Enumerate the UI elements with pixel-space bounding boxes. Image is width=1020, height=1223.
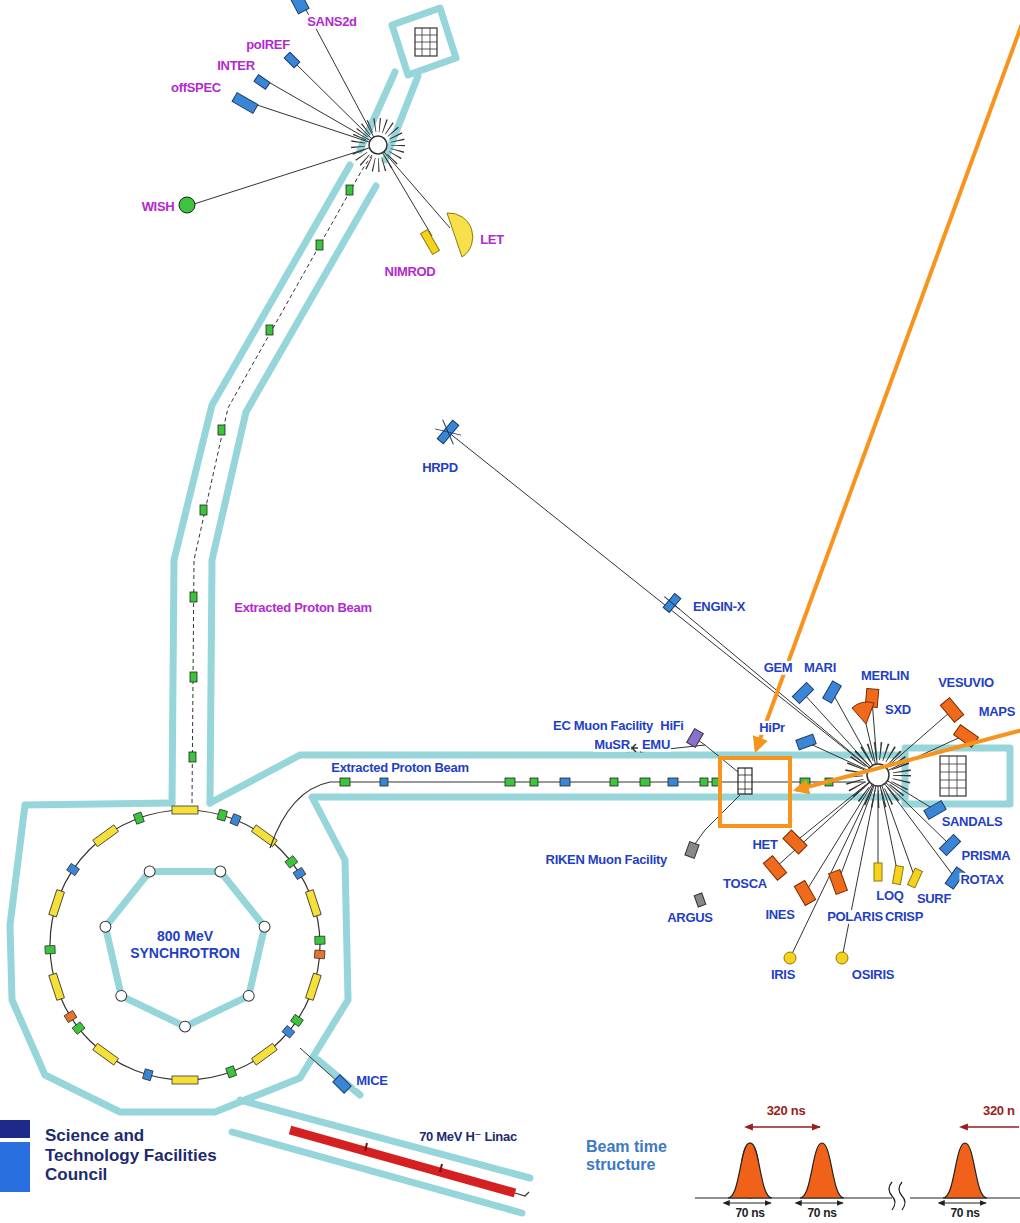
instrument-label: INES: [764, 908, 795, 922]
logo-text: Science and Technology Facilities Counci…: [44, 1126, 228, 1185]
instrument-label: EMU: [641, 738, 671, 752]
instrument-label: MAPS: [978, 705, 1016, 719]
instrument-label: PRISMA: [961, 849, 1012, 863]
instrument-label: INTER: [216, 59, 256, 73]
instrument-label: TOSCA: [722, 877, 768, 891]
instrument-label: SANDALS: [941, 815, 1004, 829]
instrument-label: SXD: [884, 703, 912, 717]
instrument-label: WISH: [141, 200, 176, 214]
beamline-label: Extracted Proton Beam: [330, 761, 469, 775]
instrument-label: OSIRIS: [851, 968, 895, 982]
time-label: 320 ns: [766, 1104, 807, 1118]
instrument-label: CRISP: [884, 910, 924, 924]
time-label: 320 n: [982, 1104, 1016, 1118]
node-title: 800 MeV SYNCHROTRON: [129, 928, 241, 962]
time-label: 70 ns: [806, 1207, 837, 1220]
instrument-label: ARGUS: [666, 911, 713, 925]
time-label: 70 ns: [949, 1207, 980, 1220]
instrument-label: LET: [479, 233, 505, 247]
instrument-label: HiPr: [758, 721, 786, 735]
instrument-label: MICE: [355, 1074, 388, 1088]
facility-label: 70 MeV H⁻ Linac: [418, 1130, 518, 1144]
beamline-label: Extracted Proton Beam: [233, 601, 372, 615]
synchrotron-hall: 800 MeV SYNCHROTRON: [100, 860, 270, 1030]
instrument-label: HRPD: [421, 461, 459, 475]
time-label: 70 ns: [734, 1207, 765, 1220]
instrument-label: IRIS: [770, 968, 796, 982]
instrument-label: HET: [751, 838, 778, 852]
instrument-label: MERLIN: [860, 669, 910, 683]
instrument-label: POLARIS: [826, 910, 884, 924]
instrument-label: NIMROD: [384, 265, 437, 279]
instrument-label: SANS2d: [306, 15, 358, 29]
instrument-label: VESUVIO: [937, 676, 995, 690]
instrument-label: GEM: [763, 661, 794, 675]
instrument-label: MuSR: [593, 738, 631, 752]
instrument-label: MARI: [803, 661, 837, 675]
instrument-label: ROTAX: [959, 873, 1004, 887]
building-walls: [10, 8, 1010, 1213]
instrument-label: ENGIN-X: [692, 600, 746, 614]
instrument-label: LOQ: [875, 889, 904, 903]
instrument-label: polREF: [245, 38, 291, 52]
instrument-label: HiFi: [659, 719, 684, 733]
instrument-label: SURF: [916, 892, 952, 906]
facility-label: EC Muon Facility: [552, 719, 654, 733]
caption-label: Beam time structure: [585, 1138, 683, 1175]
facility-label: RIKEN Muon Facility: [545, 853, 668, 867]
instrument-label: offSPEC: [170, 81, 222, 95]
